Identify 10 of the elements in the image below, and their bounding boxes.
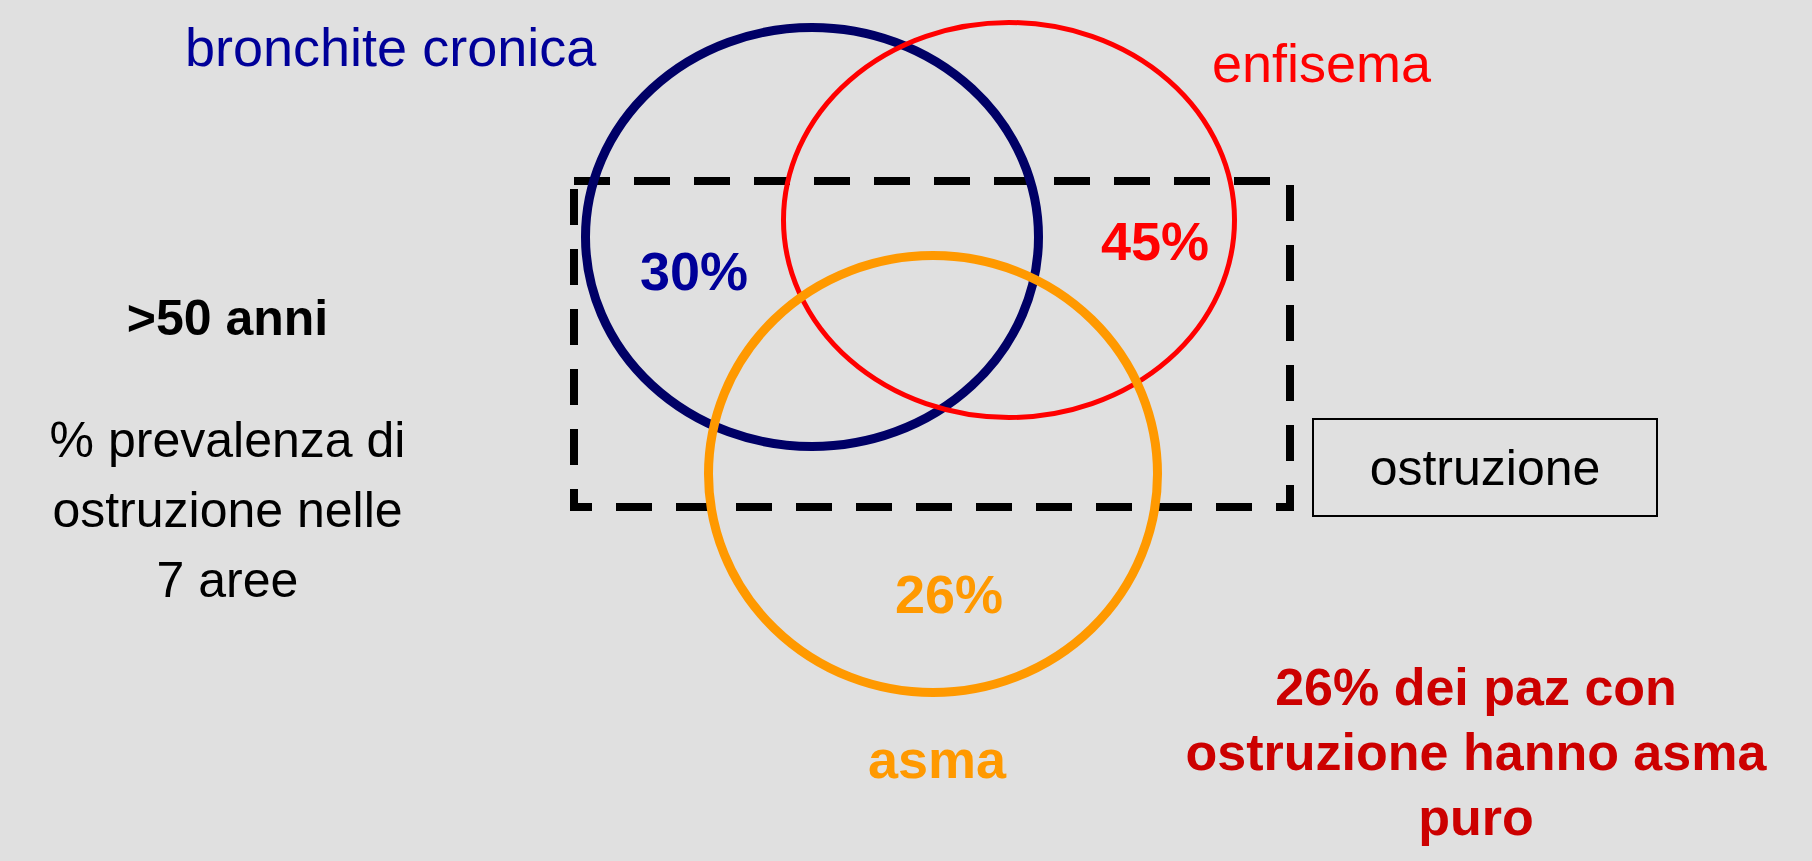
percentage-label: 26% <box>895 567 1004 621</box>
note-text: 26% dei paz con ostruzione hanno asma puro <box>1184 657 1768 848</box>
circle-label: asma <box>868 732 1007 786</box>
percentage-label: 30% <box>640 244 749 298</box>
percentage-label: 45% <box>1101 214 1210 268</box>
circle-label: enfisema <box>1212 36 1432 90</box>
heading-text: >50 anni <box>125 289 330 348</box>
label-box: ostruzione <box>1312 418 1658 517</box>
note-text: % prevalenza di ostruzione nelle 7 aree <box>48 411 407 610</box>
circle-label: bronchite cronica <box>185 20 597 74</box>
